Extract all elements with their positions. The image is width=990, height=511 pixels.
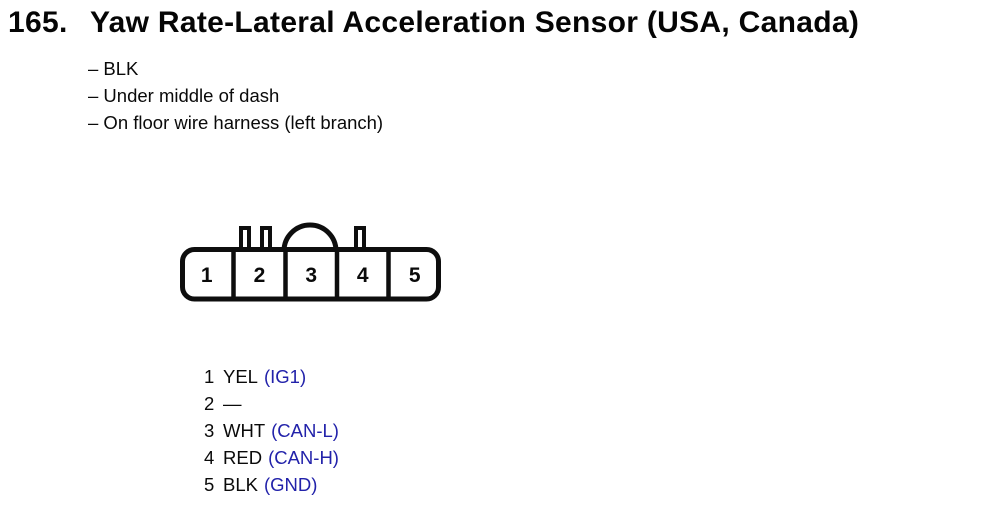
- pin-row: 4 RED(CAN-H): [204, 444, 339, 471]
- pin-number: 5: [204, 474, 215, 495]
- pin-number: 2: [204, 393, 215, 414]
- pin-wire-color: WHT: [223, 420, 266, 441]
- page-title: Yaw Rate-Lateral Acceleration Sensor (US…: [90, 6, 860, 39]
- cavity-number: 3: [305, 264, 317, 287]
- pin-wire-color: YEL: [223, 366, 258, 387]
- cavity-number: 2: [254, 264, 266, 287]
- note-harness: – On floor wire harness (left branch): [88, 112, 384, 133]
- pin-signal-name: (IG1): [263, 366, 307, 387]
- connector-diagram: 1 2 3 4 5: [180, 222, 441, 302]
- pin-wire-color: RED: [223, 447, 263, 468]
- connector-body: [180, 247, 441, 302]
- pin-row: 3 WHT(CAN-L): [204, 417, 339, 444]
- pin-signal-name: (CAN-H): [268, 447, 339, 468]
- pin-row: 2—: [204, 390, 339, 417]
- section-number: 165.: [8, 6, 68, 39]
- pin-signal-name: (CAN-L): [271, 420, 339, 441]
- pin-row: 5 BLK(GND): [204, 471, 339, 498]
- pin-number: 4: [204, 447, 215, 468]
- pin-number: 1: [204, 366, 215, 387]
- pin-wire-color: BLK: [223, 474, 258, 495]
- section-header: 165. Yaw Rate-Lateral Acceleration Sensor…: [8, 6, 859, 40]
- location-notes: – BLK – Under middle of dash – On floor …: [88, 55, 383, 136]
- note-location: – Under middle of dash: [88, 85, 280, 106]
- connector-keyway-dome: [281, 222, 339, 254]
- pin-signal-name: (GND): [263, 474, 318, 495]
- pin-row: 1 YEL(IG1): [204, 363, 339, 390]
- cavity-number: 1: [201, 264, 213, 287]
- cavity-number: 5: [409, 264, 421, 287]
- note-color: – BLK: [88, 58, 139, 79]
- cavity-number: 4: [357, 264, 369, 287]
- pin-wire-color: —: [223, 393, 242, 414]
- pin-number: 3: [204, 420, 215, 441]
